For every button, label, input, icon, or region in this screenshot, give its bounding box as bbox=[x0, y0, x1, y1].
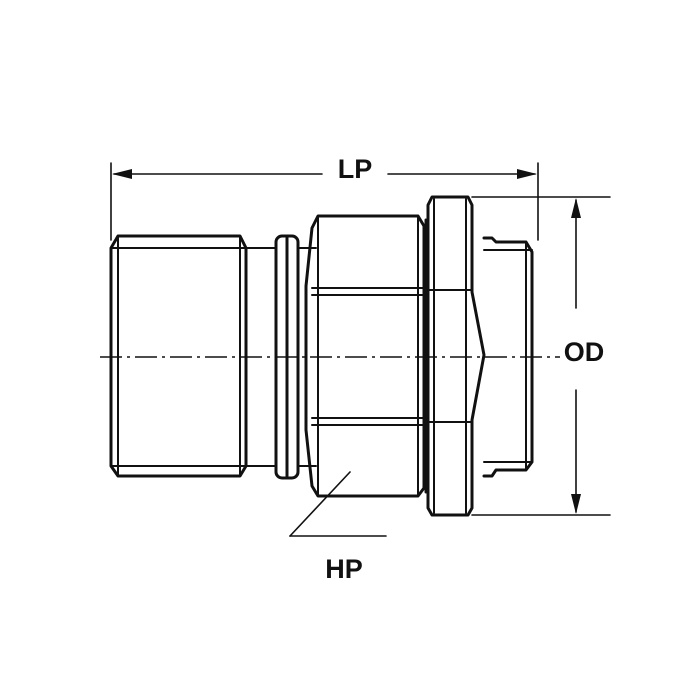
lock-nut bbox=[424, 195, 486, 517]
hp-leader-diagonal bbox=[289, 471, 351, 537]
lock-nut-outline bbox=[426, 195, 486, 517]
neck-section bbox=[245, 247, 277, 467]
od-dimension: OD bbox=[471, 196, 611, 516]
od-arrow-bottom bbox=[571, 494, 581, 514]
od-label: OD bbox=[564, 337, 605, 367]
lp-arrow-left bbox=[112, 169, 132, 179]
lp-arrow-right bbox=[517, 169, 537, 179]
lp-dimension: LP bbox=[110, 154, 539, 241]
hp-callout: HP bbox=[289, 471, 387, 584]
hex-body bbox=[304, 214, 426, 498]
male-thread-outline bbox=[109, 234, 248, 478]
male-thread-body bbox=[109, 234, 248, 478]
hp-label: HP bbox=[325, 554, 363, 584]
hex-body-outline bbox=[304, 214, 426, 498]
od-arrow-top bbox=[571, 198, 581, 218]
lp-label: LP bbox=[338, 154, 373, 184]
